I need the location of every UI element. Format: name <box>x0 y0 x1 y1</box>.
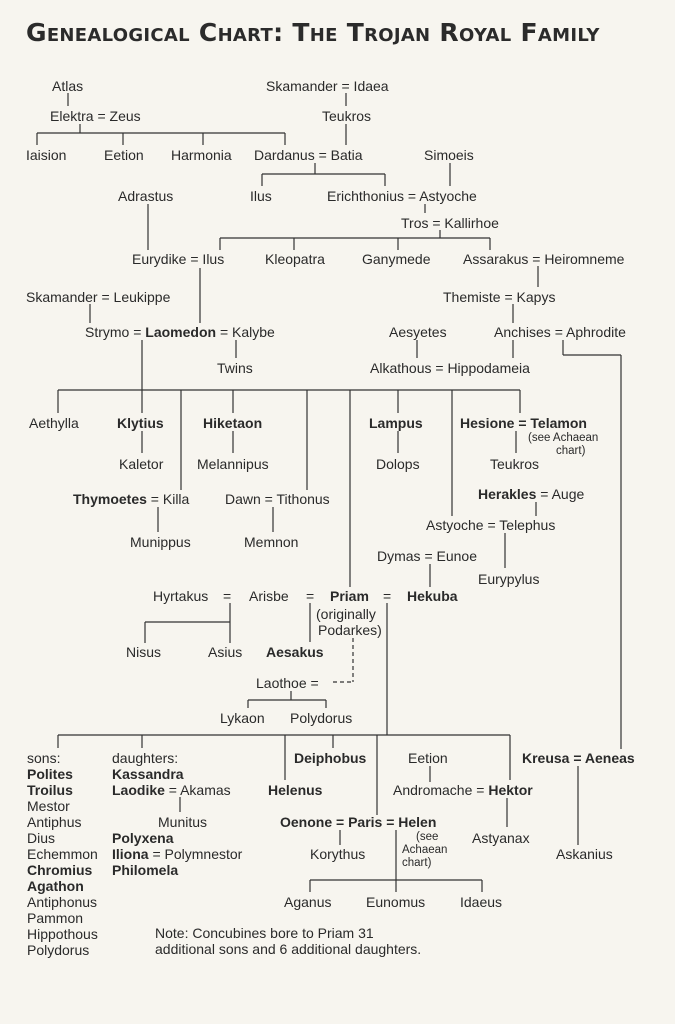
couple-astyoche-telephus: Astyoche = Telephus <box>426 517 556 533</box>
couple-eurydike-ilus: Eurydike = Ilus <box>132 251 225 267</box>
couple-thymoetes-killa: Thymoetes = Killa <box>73 491 190 507</box>
person-hekuba: Hekuba <box>407 588 458 604</box>
couple-dymas-eunoe: Dymas = Eunoe <box>377 548 477 564</box>
couple-herakles-auge: Herakles = Auge <box>478 486 585 502</box>
couple-strymo-laomedon-kalybe: Strymo = Laomedon = Kalybe <box>85 324 275 340</box>
couple-laodike-akamas: Laodike = Akamas <box>112 782 231 798</box>
person-teukros-low: Teukros <box>490 456 540 472</box>
person-memnon: Memnon <box>244 534 299 550</box>
couple-assarakus-heiromneme: Assarakus = Heiromneme <box>463 251 625 267</box>
equals-2: = <box>306 588 315 604</box>
person-polyxena: Polyxena <box>112 830 174 846</box>
son-item: Echemmon <box>27 846 98 862</box>
note-originally-podarkes: (originally Podarkes) <box>316 606 382 638</box>
son-item: Agathon <box>27 878 84 894</box>
note-see-achaean-1: (see Achaean chart) <box>528 432 599 457</box>
person-melannipus: Melannipus <box>197 456 269 472</box>
person-ilus-top: Ilus <box>250 188 272 204</box>
son-item: Polites <box>27 766 73 782</box>
person-deiphobus: Deiphobus <box>294 750 367 766</box>
son-item: Dius <box>27 830 56 846</box>
couple-dardanus-batia: Dardanus = Batia <box>254 147 363 163</box>
son-item: Mestor <box>27 798 70 814</box>
person-kalybe: = Kalybe <box>216 324 275 340</box>
person-strymo: Strymo = <box>85 324 146 340</box>
person-kassandra: Kassandra <box>112 766 184 782</box>
person-lykaon: Lykaon <box>220 710 265 726</box>
person-laothoe: Laothoe = <box>256 675 319 691</box>
person-nisus: Nisus <box>126 644 162 660</box>
person-atlas: Atlas <box>52 78 84 94</box>
couple-erichthonius-astyoche: Erichthonius = Astyoche <box>327 188 477 204</box>
couple-themiste-kapys: Themiste = Kapys <box>443 289 556 305</box>
equals-1: = <box>223 588 232 604</box>
note-see-achaean-2: (see Achaean chart) <box>402 831 448 869</box>
son-item: Troilus <box>27 782 73 798</box>
person-klytius: Klytius <box>117 415 164 431</box>
couple-hesione-telamon: Hesione = Telamon <box>460 415 587 431</box>
son-item: Antiphonus <box>27 894 98 910</box>
chart-title: Genealogical Chart: The Trojan Royal Fam… <box>26 18 600 47</box>
person-eetion-top: Eetion <box>104 147 144 163</box>
person-polydorus-mid: Polydorus <box>290 710 353 726</box>
couple-skamander-idaea: Skamander = Idaea <box>266 78 389 94</box>
person-aethylla: Aethylla <box>29 415 79 431</box>
son-item: Pammon <box>27 910 84 926</box>
son-item: Antiphus <box>27 814 82 830</box>
person-kleopatra: Kleopatra <box>265 251 325 267</box>
person-teukros-top: Teukros <box>322 108 372 124</box>
person-twins: Twins <box>217 360 253 376</box>
person-kaletor: Kaletor <box>119 456 164 472</box>
person-simoeis: Simoeis <box>424 147 474 163</box>
person-aesakus: Aesakus <box>266 644 324 660</box>
son-item: Chromius <box>27 862 93 878</box>
person-aesyetes: Aesyetes <box>389 324 447 340</box>
person-lampus: Lampus <box>369 415 423 431</box>
person-eetion-low: Eetion <box>408 750 448 766</box>
person-askanius: Askanius <box>556 846 613 862</box>
person-hyrtakus: Hyrtakus <box>153 588 209 604</box>
label-daughters: daughters: <box>112 750 179 766</box>
person-aganus: Aganus <box>284 894 332 910</box>
person-ganymede: Ganymede <box>362 251 431 267</box>
person-munippus: Munippus <box>130 534 191 550</box>
person-arisbe: Arisbe <box>249 588 289 604</box>
person-harmonia: Harmonia <box>171 147 232 163</box>
person-helenus: Helenus <box>268 782 323 798</box>
person-astyanax: Astyanax <box>472 830 530 846</box>
label-sons: sons: <box>27 750 61 766</box>
person-laomedon: Laomedon <box>145 324 217 340</box>
person-priam: Priam <box>330 588 369 604</box>
person-iaision: Iaision <box>26 147 67 163</box>
person-dolops: Dolops <box>376 456 420 472</box>
son-item: Polydorus <box>27 942 90 958</box>
couple-andromache-hektor: Andromache = Hektor <box>393 782 533 798</box>
equals-3: = <box>383 588 392 604</box>
couple-kreusa-aeneas: Kreusa = Aeneas <box>522 750 635 766</box>
couple-tros-kallirhoe: Tros = Kallirhoe <box>401 215 499 231</box>
couple-oenone-paris-helen: Oenone = Paris = Helen <box>280 814 437 830</box>
person-eurypylus: Eurypylus <box>478 571 540 587</box>
person-philomela: Philomela <box>112 862 179 878</box>
person-eunomus: Eunomus <box>366 894 426 910</box>
couple-anchises-aphrodite: Anchises = Aphrodite <box>494 324 626 340</box>
couple-skamander-leukippe: Skamander = Leukippe <box>26 289 171 305</box>
person-korythus: Korythus <box>310 846 366 862</box>
couple-dawn-tithonus: Dawn = Tithonus <box>225 491 330 507</box>
person-idaeus: Idaeus <box>460 894 503 910</box>
couple-alkathous-hippodameia: Alkathous = Hippodameia <box>370 360 530 376</box>
person-hiketaon: Hiketaon <box>203 415 263 431</box>
son-item: Hippothous <box>27 926 98 942</box>
couple-iliona-polymnestor: Iliona = Polymnestor <box>112 846 243 862</box>
person-adrastus: Adrastus <box>118 188 174 204</box>
couple-elektra-zeus: Elektra = Zeus <box>50 108 141 124</box>
person-asius: Asius <box>208 644 243 660</box>
person-munitus: Munitus <box>158 814 208 830</box>
note-concubines: Note: Concubines bore to Priam 31 additi… <box>155 925 422 957</box>
